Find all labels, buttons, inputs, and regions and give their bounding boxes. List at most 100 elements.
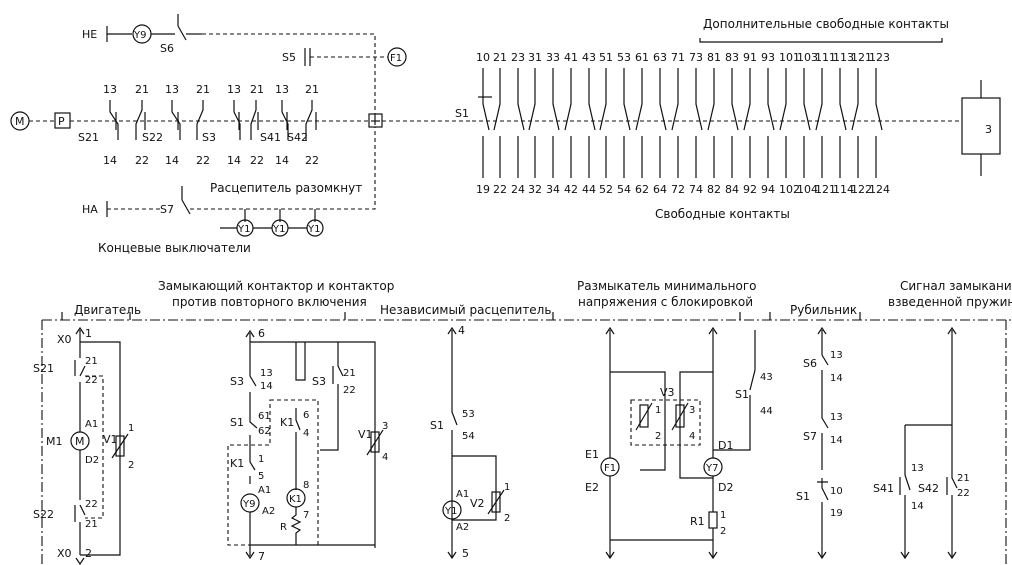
aux-contact (803, 68, 811, 178)
title-zam-1: Замыкающий контактор и контактор (158, 279, 394, 293)
num: 13 (103, 83, 117, 96)
num: 14 (275, 154, 289, 167)
label-r1-2: 2 (720, 526, 726, 537)
label-x0-bot: X0 (57, 547, 72, 560)
title-nez: Независимый расцепитель (380, 303, 551, 317)
label-k1-a: K1 (280, 416, 294, 429)
label-d2: D2 (85, 455, 99, 466)
box-3 (961, 97, 1001, 155)
aux-contact (599, 68, 607, 178)
label-19: 19 (830, 508, 843, 519)
label-v1b-4: 4 (382, 452, 388, 463)
label-s3-b2: S3 (312, 375, 326, 388)
aux-contact (731, 68, 739, 178)
label-s6: S6 (160, 42, 174, 55)
label-r-7: 7 (303, 510, 309, 521)
label-v2-2: 2 (504, 513, 510, 524)
aux-top-num: 71 (671, 51, 685, 64)
label-k1-4: 4 (303, 428, 309, 439)
label-v3-2: 2 (655, 431, 661, 442)
aux-bottom-num: 22 (493, 183, 507, 196)
coil-k1-label: K1 (289, 494, 302, 505)
title-rub: Рубильник (790, 303, 857, 317)
aux-top-num: 121 (851, 51, 872, 64)
num: 21 (250, 83, 264, 96)
label-s1-b1: S1 (230, 416, 244, 429)
aux-contact (659, 68, 667, 178)
top-contact-numbers: 13 21 13 21 13 21 13 21 14 22 14 22 14 2… (103, 83, 319, 167)
label-10: 10 (830, 486, 843, 497)
title-razm-2: напряжения с блокировкой (578, 295, 753, 309)
num: 22 (135, 154, 149, 167)
label-a1-y9: A1 (258, 485, 271, 496)
label-21c: 21 (343, 368, 356, 379)
label-13d: 13 (911, 463, 924, 474)
aux-bottom-num: 94 (761, 183, 775, 196)
aux-contact-symbols (482, 68, 883, 178)
label-k1-5: 5 (258, 471, 264, 482)
label-s22-b: S22 (33, 508, 54, 521)
aux-bottom-num: 44 (582, 183, 596, 196)
p-label: P (58, 115, 65, 128)
aux-bottom-num: 34 (546, 183, 560, 196)
title-razm-1: Размыкатель минимального (577, 279, 757, 293)
coil-y1-label: Y1 (444, 506, 457, 517)
num: 21 (305, 83, 319, 96)
label-r1: R1 (690, 515, 705, 528)
aux-bottom-num: 42 (564, 183, 578, 196)
coil-y7-label: Y7 (705, 463, 718, 474)
aux-top-num: 111 (815, 51, 836, 64)
label-7: 7 (258, 550, 265, 563)
label-21b: 21 (85, 519, 98, 530)
title-zam-2: против повторного включения (172, 295, 367, 309)
label-v3: V3 (660, 386, 675, 399)
label-m1: M1 (46, 435, 63, 448)
aux-bottom-num: 122 (851, 183, 872, 196)
aux-top-num: 61 (635, 51, 649, 64)
title-sig-1: Сигнал замыкания (900, 279, 1012, 293)
label-s41-b: S41 (873, 482, 894, 495)
aux-contact (815, 68, 823, 178)
aux-contact (623, 68, 631, 178)
num: 14 (165, 154, 179, 167)
num: 14 (103, 154, 117, 167)
label-13c: 13 (830, 412, 843, 423)
aux-top-num: 81 (707, 51, 721, 64)
label-s22: S22 (142, 131, 163, 144)
aux-top-num: 10 (476, 51, 490, 64)
aux-bottom-num: 92 (743, 183, 757, 196)
label-14c: 14 (830, 435, 843, 446)
num: 22 (250, 154, 264, 167)
label-3: 3 (985, 123, 992, 136)
label-6: 6 (258, 327, 265, 340)
aux-bottom-num: 121 (815, 183, 836, 196)
label-s21: S21 (78, 131, 99, 144)
aux-contact (635, 68, 643, 178)
aux-top-num: 91 (743, 51, 757, 64)
aux-bottom-num: 19 (476, 183, 490, 196)
aux-top-num: 41 (564, 51, 578, 64)
label-4: 4 (458, 324, 465, 337)
label-koncevye: Концевые выключатели (98, 241, 251, 255)
aux-top-num: 93 (761, 51, 775, 64)
aux-top-num: 43 (582, 51, 596, 64)
label-14d: 14 (911, 501, 924, 512)
aux-top-num: 101 (779, 51, 800, 64)
label-s7-b: S7 (803, 430, 817, 443)
aux-contact (517, 68, 525, 178)
label-22: 22 (85, 375, 98, 386)
aux-contact (564, 68, 572, 178)
num: 22 (196, 154, 210, 167)
aux-top-num: 123 (869, 51, 890, 64)
label-14: 14 (260, 381, 273, 392)
bracket-dop (699, 38, 943, 43)
aux-bottom-num: 102 (779, 183, 800, 196)
aux-contact (875, 68, 883, 178)
num: 14 (227, 154, 241, 167)
y1-label: Y1 (237, 224, 250, 235)
aux-top-num: 113 (833, 51, 854, 64)
aux-contact (851, 68, 859, 178)
aux-top-num: 33 (546, 51, 560, 64)
